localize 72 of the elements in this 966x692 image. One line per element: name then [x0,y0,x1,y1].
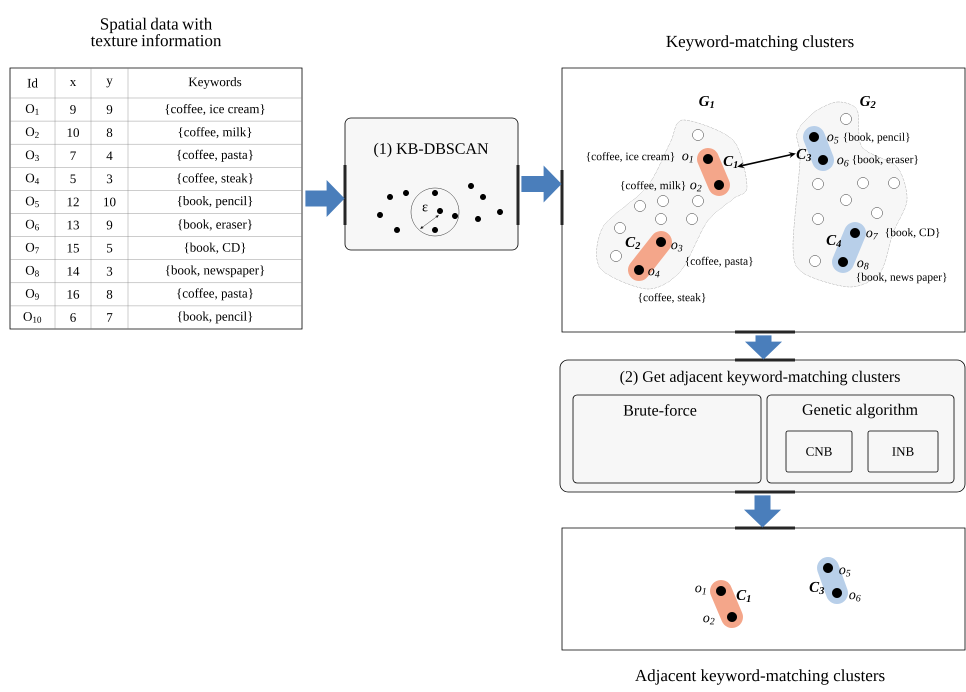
node-label: C$_{1}$ [736,590,750,602]
table-cell: Keywords [188,77,242,89]
node-label: C$_{1}$ [724,156,738,168]
table-cell: 5 [107,244,112,252]
table-cell: {coffee, steak} [177,173,253,184]
node-label: C$_{3}$ [796,148,812,162]
table-cell: {coffee, milk} [178,127,252,138]
table-cell: {book, newspaper} [166,265,264,278]
table-cell: 8 [106,290,112,299]
table-cell: O$_{10}$ [24,312,42,323]
table-cell: 5 [70,174,76,184]
table-cell: 6 [70,313,76,322]
table-cell: O$_{6}$ [26,220,39,230]
table-cell: y [106,78,113,88]
table-cell: 9 [106,220,112,230]
operator-box: CNB [786,430,852,472]
table-cell: {book, CD} [184,242,246,254]
keyword-label: {coffee, ice cream} [586,152,674,162]
keyword-label: {coffee, steak} [638,293,706,303]
table-cell: 9 [106,105,112,114]
table-cell: 10 [68,128,80,138]
table-cell: {coffee, ice cream} [166,104,265,116]
table-cell: O$_{2}$ [26,127,39,138]
table-cell: 3 [106,266,112,276]
operator-box: INB [868,430,938,472]
heading: Keyword-matching clusters [666,35,854,51]
table-cell: O$_{4}$ [26,174,40,184]
method-box: Brute-force [572,394,762,484]
table-cell: 3 [106,174,112,184]
table-cell: 13 [68,220,79,230]
node-label: C$_{2}$ [626,236,640,250]
table-cell: {coffee, pasta} [177,288,253,300]
table-cell: 15 [68,244,79,252]
epsilon-label: ε [422,204,428,212]
table-cell: 10 [104,198,116,206]
table-cell: O$_{5}$ [26,196,39,208]
keyword-label: {coffee, milk} [620,181,686,191]
table-cell: O$_{1}$ [26,104,39,115]
table-cell: 12 [68,198,79,206]
heading: Adjacent keyword-matching clusters [635,669,885,685]
table-cell: {book, eraser} [178,220,252,231]
table-cell: 16 [68,290,80,299]
point-label: o$_{5}$ [839,568,850,576]
heading: Spatial data with texture information [90,18,222,46]
node-label: C$_{4}$ [826,234,842,248]
table-cell: 14 [68,266,80,276]
table-cell: 7 [107,313,112,322]
table-cell: 4 [106,151,113,160]
table-cell: {book, pencil} [178,196,252,208]
table-cell: O$_{9}$ [26,289,39,300]
point-label: o$_{5}$ [827,134,838,144]
table-cell: O$_{8}$ [26,266,39,277]
keyword-label: {book, eraser} [852,155,918,165]
point-label: o$_{4}$ [648,268,660,278]
keyword-label: {book, pencil} [844,132,910,144]
keyword-label: {book, news paper} [856,272,946,284]
table-cell: {coffee, pasta} [177,150,253,162]
table-cell: O$_{7}$ [26,242,39,254]
table-cell: Id [28,78,38,88]
keyword-label: {book, CD} [886,228,940,238]
point-label: o$_{2}$ [703,616,714,624]
node-label: C$_{3}$ [810,582,824,594]
point-label: o$_{8}$ [857,260,869,270]
table-cell: 7 [70,151,76,160]
keyword-label: {coffee, pasta} [686,256,753,268]
table-cell: x [70,80,76,86]
table-cell: 9 [70,105,76,114]
node-label: G$_{1}$ [699,96,714,108]
table-cell: {book, pencil} [178,312,252,324]
point-label: o$_{6}$ [849,592,861,602]
table-cell: O$_{3}$ [26,150,39,162]
table-cell: 8 [106,128,112,138]
